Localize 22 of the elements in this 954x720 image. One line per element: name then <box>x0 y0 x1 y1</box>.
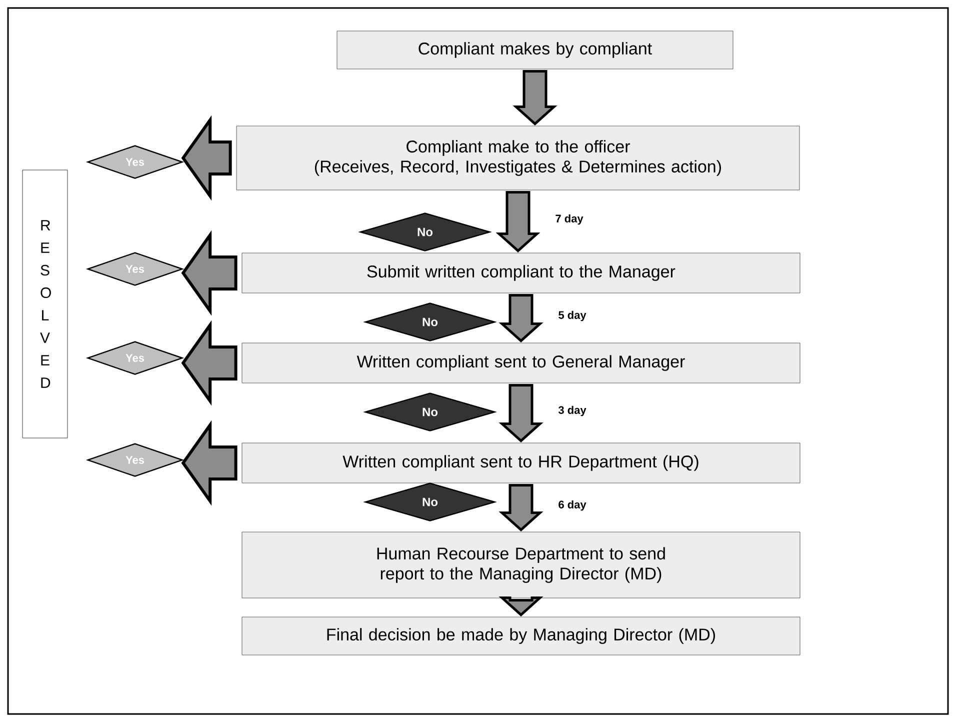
block-arrow <box>498 484 544 532</box>
process-box: Compliant makes by compliant <box>336 30 734 70</box>
block-arrow <box>498 384 544 442</box>
process-box: Written compliant sent to HR Department (HQ) <box>242 442 800 484</box>
process-box: Submit written compliant to the Manager <box>242 252 800 294</box>
process-box: Final decision be made by Managing Director (MD) <box>242 616 800 656</box>
process-box: Written compliant sent to General Manager <box>242 342 800 384</box>
vertical-label-box: R E S O L V E D <box>22 170 68 438</box>
process-box: Human Recourse Department to send report to the Managing Director (MD) <box>242 532 800 598</box>
block-arrow <box>181 230 238 316</box>
block-arrow <box>181 420 238 506</box>
block-arrow <box>181 115 232 201</box>
block-arrow <box>512 70 558 126</box>
block-arrow <box>498 294 544 342</box>
edge-label: 6 day <box>557 499 588 512</box>
process-box: Compliant make to the officer (Receives, Record, Investigates & Determines action) <box>236 126 800 190</box>
edge-label: 7 day <box>554 213 584 226</box>
block-arrow <box>498 596 544 616</box>
edge-label: 3 day <box>557 404 588 418</box>
edge-label: 5 day <box>557 310 588 322</box>
block-arrow <box>181 320 238 406</box>
block-arrow <box>496 190 540 252</box>
